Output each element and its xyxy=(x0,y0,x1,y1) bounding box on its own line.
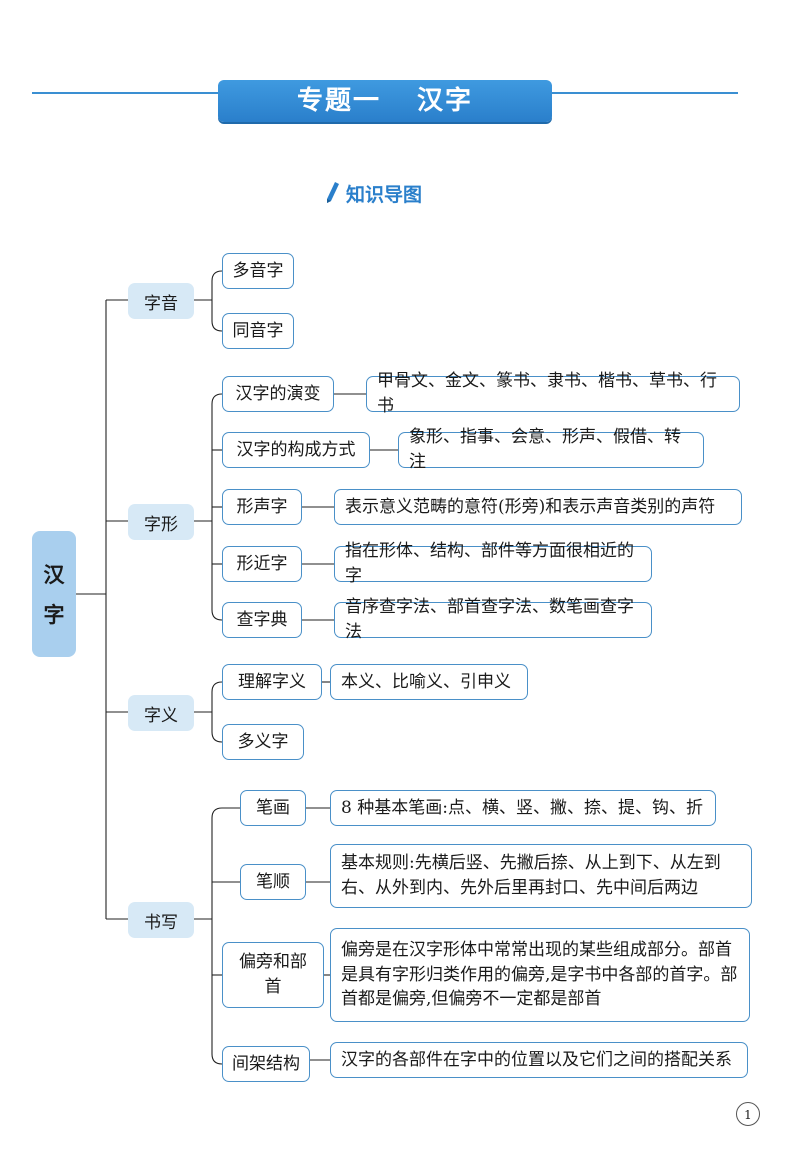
section-heading: 知识导图 xyxy=(326,178,422,208)
detail-text: 指在形体、结构、部件等方面很相近的字 xyxy=(345,541,634,586)
detail-node: 基本规则:先横后竖、先撇后捺、从上到下、从左到右、从外到内、先外后里再封口、先中… xyxy=(330,844,752,908)
topic-node: 多义字 xyxy=(222,724,304,760)
topic-node: 间架结构 xyxy=(222,1046,310,1082)
topic-label: 汉字的构成方式 xyxy=(236,439,356,460)
topic-label: 多义字 xyxy=(237,731,289,752)
topic-label: 间架结构 xyxy=(232,1053,300,1074)
detail-text: 本义、比喻义、引申义 xyxy=(341,671,511,692)
category-label: 字形 xyxy=(144,514,178,535)
topic-label: 笔画 xyxy=(256,797,290,818)
detail-text: 汉字的各部件在字中的位置以及它们之间的搭配关系 xyxy=(341,1049,732,1070)
topic-node: 汉字的演变 xyxy=(222,376,334,412)
category-form: 字形 xyxy=(128,504,194,540)
detail-node: 表示意义范畴的意符(形旁)和表示声音类别的声符 xyxy=(334,489,742,525)
detail-text: 音序查字法、部首查字法、数笔画查字法 xyxy=(345,597,634,642)
topic-node: 形近字 xyxy=(222,546,302,582)
detail-node: 本义、比喻义、引申义 xyxy=(330,664,528,700)
detail-text: 8 种基本笔画:点、横、竖、撇、捺、提、钩、折 xyxy=(341,797,703,818)
section-heading-text: 知识导图 xyxy=(346,183,423,206)
page-number: 1 xyxy=(736,1102,760,1126)
chapter-number: 专题一 xyxy=(296,86,381,116)
category-writing: 书写 xyxy=(128,902,194,938)
topic-node: 笔顺 xyxy=(240,864,306,900)
detail-node: 8 种基本笔画:点、横、竖、撇、捺、提、钩、折 xyxy=(330,790,716,826)
topic-label: 汉字的演变 xyxy=(235,383,321,404)
topic-node: 汉字的构成方式 xyxy=(222,432,370,468)
category-sound: 字音 xyxy=(128,283,194,319)
topic-label: 偏旁和部首 xyxy=(239,952,307,997)
detail-text: 表示意义范畴的意符(形旁)和表示声音类别的声符 xyxy=(345,496,716,517)
root-char-1: 汉 xyxy=(43,563,65,587)
detail-text: 偏旁是在汉字形体中常常出现的某些组成部分。部首是具有字形归类作用的偏旁,是字书中… xyxy=(341,940,738,1010)
topic-node: 形声字 xyxy=(222,489,302,525)
header-rule-right xyxy=(548,92,738,94)
topic-label: 同音字 xyxy=(232,320,284,341)
category-label: 书写 xyxy=(144,912,178,933)
category-meaning: 字义 xyxy=(128,695,194,731)
root-topic: 汉 字 xyxy=(32,531,76,657)
category-label: 字义 xyxy=(144,705,178,726)
header-rule-left xyxy=(32,92,222,94)
topic-label: 形声字 xyxy=(236,496,288,517)
detail-node: 汉字的各部件在字中的位置以及它们之间的搭配关系 xyxy=(330,1042,748,1078)
detail-node: 音序查字法、部首查字法、数笔画查字法 xyxy=(334,597,652,642)
topic-label: 理解字义 xyxy=(238,671,306,692)
topic-label: 查字典 xyxy=(236,609,288,630)
topic-node: 偏旁和部首 xyxy=(222,942,324,1008)
chapter-title: 汉字 xyxy=(417,86,474,116)
topic-label: 多音字 xyxy=(232,260,284,281)
topic-node: 查字典 xyxy=(222,602,302,638)
topic-node: 理解字义 xyxy=(222,664,322,700)
topic-label: 笔顺 xyxy=(256,871,290,892)
detail-text: 基本规则:先横后竖、先撇后捺、从上到下、从左到右、从外到内、先外后里再封口、先中… xyxy=(341,853,721,898)
detail-node: 甲骨文、金文、篆书、隶书、楷书、草书、行书 xyxy=(366,371,740,416)
detail-node: 指在形体、结构、部件等方面很相近的字 xyxy=(334,541,652,586)
topic-label: 形近字 xyxy=(236,553,288,574)
root-char-2: 字 xyxy=(43,603,65,627)
category-label: 字音 xyxy=(144,293,178,314)
chapter-title-banner: 专题一 汉字 xyxy=(218,80,552,122)
topic-node: 笔画 xyxy=(240,790,306,826)
topic-node: 多音字 xyxy=(222,253,294,289)
detail-node: 象形、指事、会意、形声、假借、转注 xyxy=(398,427,704,472)
pencil-icon xyxy=(327,182,339,203)
topic-node: 同音字 xyxy=(222,313,294,349)
detail-text: 甲骨文、金文、篆书、隶书、楷书、草书、行书 xyxy=(377,371,717,416)
detail-node: 偏旁是在汉字形体中常常出现的某些组成部分。部首是具有字形归类作用的偏旁,是字书中… xyxy=(330,928,750,1022)
detail-text: 象形、指事、会意、形声、假借、转注 xyxy=(409,427,681,472)
